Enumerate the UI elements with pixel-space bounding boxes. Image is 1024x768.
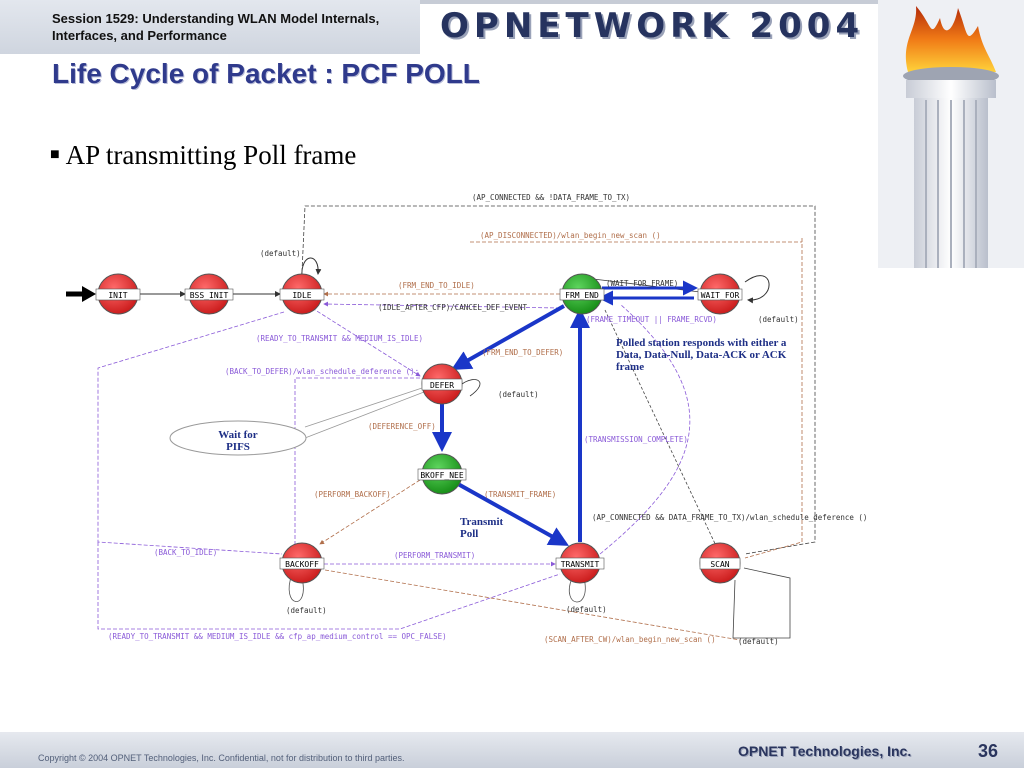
state-wait-for: WAIT_FOR — [697, 273, 743, 315]
company-name: OPNET Technologies, Inc. — [738, 743, 912, 759]
idle-after-cfp-line — [323, 301, 561, 309]
header-strip — [420, 0, 878, 4]
scan-self-loop — [732, 567, 791, 639]
transmit-self-loop — [569, 577, 586, 603]
scan-to-idle-line — [301, 205, 816, 555]
slide-title: Life Cycle of Packet : PCF POLL — [52, 58, 480, 89]
frm-end-to-wait-line — [584, 277, 701, 293]
wait-callout-pointer-2 — [304, 391, 425, 439]
state-backoff: BACKOFF — [279, 542, 325, 584]
cond-scan-after-cw: (SCAN_AFTER_CW)/wlan_begin_new_scan () — [544, 635, 716, 644]
cond-ap-disconnected: (AP_DISCONNECTED)/wlan_begin_new_scan () — [480, 231, 661, 240]
cond-ap-connected-no-data: (AP_CONNECTED && !DATA_FRAME_TO_TX) — [472, 193, 630, 202]
cond-transmit-frame: (TRANSMIT_FRAME) — [484, 490, 556, 499]
state-bss-init: BSS_INIT — [184, 273, 234, 315]
state-scan: SCAN — [699, 542, 741, 584]
cond-frame-timeout: (FRAME_TIMEOUT || FRAME_RCVD) — [586, 315, 717, 324]
frm-end-to-scan-line — [604, 309, 719, 551]
state-wait-for-label: WAIT_FOR — [701, 291, 740, 300]
state-defer: DEFER — [421, 363, 463, 405]
state-frm-end: FRM_END — [559, 273, 605, 315]
polled-note-line-2: Data, Data-Null, Data-ACK or ACK — [616, 349, 787, 361]
cond-frm-end-to-defer: (FRM_END_TO_DEFER) — [482, 348, 563, 357]
cond-default-defer: (default) — [498, 390, 539, 399]
state-bkoff-nee: BKOFF_NEE — [417, 453, 467, 495]
cond-wait-for-frame: (WAIT_FOR_FRAME) — [606, 279, 678, 288]
state-defer-label: DEFER — [430, 381, 454, 390]
cond-perform-transmit: (PERFORM_TRANSMIT) — [394, 551, 475, 560]
back-to-defer-line — [294, 377, 420, 544]
state-bss-init-label: BSS_INIT — [190, 291, 229, 300]
session-title: Session 1529: Understanding WLAN Model I… — [52, 10, 379, 44]
cond-frm-end-to-idle: (FRM_END_TO_IDLE) — [398, 281, 475, 290]
state-init-label: INIT — [108, 291, 127, 300]
cond-ready-to-transmit-cfp: (READY_TO_TRANSMIT && MEDIUM_IS_IDLE && … — [108, 632, 447, 641]
opnetwork-logo: OPNETWORK 2004 — [440, 6, 910, 50]
wait-self-loop — [744, 275, 770, 304]
state-init: INIT — [95, 273, 141, 315]
cond-default-backoff: (default) — [286, 606, 327, 615]
cond-back-to-defer: (BACK_TO_DEFER)/wlan_schedule_deference … — [225, 367, 419, 376]
footer-bar — [0, 732, 1024, 768]
defer-self-loop — [461, 379, 481, 397]
logo-text: OPNETWORK 2004 — [440, 6, 865, 46]
cond-ap-connected-data: (AP_CONNECTED && DATA_FRAME_TO_TX)/wlan_… — [592, 513, 867, 522]
entry-arrowhead — [82, 286, 96, 302]
page-number: 36 — [978, 741, 999, 761]
frm-end-to-defer-arrow — [451, 304, 565, 370]
state-transmit-label: TRANSMIT — [561, 560, 600, 569]
ready-cfp-line — [97, 542, 561, 630]
cond-deference-off: (DEFERENCE_OFF) — [368, 422, 436, 431]
torch-column-image — [878, 0, 1024, 268]
polled-note-line-3: frame — [616, 361, 644, 373]
cond-perform-backoff: (PERFORM_BACKOFF) — [314, 490, 391, 499]
state-backoff-label: BACKOFF — [285, 560, 319, 569]
wait-callout-pointer-1 — [304, 387, 423, 428]
session-line-1: Session 1529: Understanding WLAN Model I… — [52, 11, 380, 26]
transmit-note-line-1: Transmit — [460, 516, 504, 528]
cond-idle-after-cfp: (IDLE_AFTER_CFP)/CANCEL_DEF_EVENT — [378, 303, 527, 312]
session-header — [0, 0, 420, 54]
wait-note-line-1: Wait for — [218, 429, 258, 441]
back-to-idle-line — [97, 311, 285, 555]
transmit-note-line-2: Poll — [460, 528, 478, 540]
bkoff-to-transmit-arrow — [457, 482, 569, 546]
bullet-text: AP transmitting Poll frame — [65, 140, 357, 170]
cond-default-scan: (default) — [738, 637, 779, 646]
polled-note-line-1: Polled station responds with either a — [616, 337, 787, 349]
backoff-self-loop — [288, 573, 304, 602]
cond-default-idle: (default) — [260, 249, 301, 258]
session-line-2: Interfaces, and Performance — [52, 28, 227, 43]
bullet-item: ■ AP transmitting Poll frame — [50, 140, 356, 171]
bullet-square-icon: ■ — [50, 146, 60, 163]
cond-ready-to-transmit: (READY_TO_TRANSMIT && MEDIUM_IS_IDLE) — [256, 334, 423, 343]
idle-to-defer-line — [311, 307, 421, 377]
wait-callout-ellipse — [169, 420, 307, 456]
bkoff-to-backoff-line — [319, 479, 421, 545]
state-scan-label: SCAN — [710, 560, 729, 569]
cond-back-to-idle: (BACK_TO_IDLE) — [154, 548, 217, 557]
state-transmit: TRANSMIT — [555, 542, 605, 584]
state-machine-diagram: Wait for PIFS INIT BSS_INIT IDLE FRM_END… — [66, 193, 867, 646]
state-bkoff-nee-label: BKOFF_NEE — [420, 471, 464, 480]
state-frm-end-label: FRM_END — [565, 291, 599, 300]
wait-note-line-2: PIFS — [226, 441, 250, 453]
ap-disconnected-line — [744, 238, 803, 559]
cond-transmission-complete: (TRANSMISSION_COMPLETE) — [584, 435, 688, 444]
transmission-complete-line — [599, 303, 691, 555]
copyright-text: Copyright © 2004 OPNET Technologies, Inc… — [38, 753, 405, 763]
cond-default-wait: (default) — [758, 315, 799, 324]
backoff-to-scan-line — [324, 569, 741, 641]
state-idle-label: IDLE — [292, 291, 311, 300]
state-idle: IDLE — [279, 273, 325, 315]
cond-default-transmit: (default) — [566, 605, 607, 614]
